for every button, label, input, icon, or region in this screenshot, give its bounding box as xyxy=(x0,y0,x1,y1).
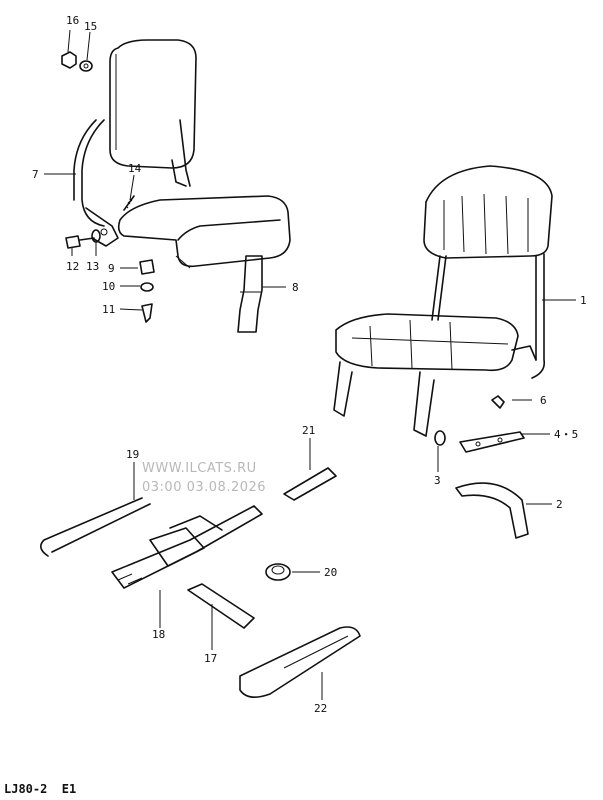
nut-10 xyxy=(140,282,154,292)
bolt-6 xyxy=(491,395,505,409)
diagram-code: LJ80-2 E1 xyxy=(4,782,76,796)
callout-6: 6 xyxy=(540,394,547,407)
strap-17 xyxy=(187,583,255,629)
scissor-jack-18 xyxy=(111,505,263,589)
watermark: WWW.ILCATS.RU 03:00 03.08.2026 xyxy=(142,461,266,495)
callout-8: 8 xyxy=(292,281,299,294)
nut-3 xyxy=(434,430,446,446)
washer-15 xyxy=(79,60,93,72)
nut-16 xyxy=(61,51,77,69)
bolt-12 xyxy=(65,235,81,249)
callout-1: 1 xyxy=(580,294,587,307)
callout-15: 15 xyxy=(84,20,97,33)
left-small-parts xyxy=(61,51,263,333)
tools xyxy=(40,467,361,698)
callout-14: 14 xyxy=(128,162,142,175)
spacer-9 xyxy=(139,259,155,275)
watermark-site: WWW.ILCATS.RU xyxy=(142,461,257,476)
clip-11 xyxy=(141,303,153,323)
callout-9: 9 xyxy=(108,262,115,275)
jack-handle-19 xyxy=(40,497,143,557)
right-seat xyxy=(333,165,553,437)
callout-13: 13 xyxy=(86,260,99,273)
callout-19: 19 xyxy=(126,448,139,461)
callout-21: 21 xyxy=(302,424,315,437)
tool-bag-22 xyxy=(239,626,361,698)
callout-18: 18 xyxy=(152,628,165,641)
watermark-stamp: 03:00 03.08.2026 xyxy=(142,480,266,495)
callout-labels: 16 15 7 14 12 13 9 10 11 8 1 6 4・5 3 2 2… xyxy=(32,14,587,715)
callout-7: 7 xyxy=(32,168,39,181)
plate-21 xyxy=(283,467,337,501)
callout-17: 17 xyxy=(204,652,217,665)
callout-16: 16 xyxy=(66,14,79,27)
callout-3: 3 xyxy=(434,474,441,487)
callout-20: 20 xyxy=(324,566,337,579)
callout-2: 2 xyxy=(556,498,563,511)
callout-22: 22 xyxy=(314,702,327,715)
left-seat xyxy=(73,39,291,269)
strap-2 xyxy=(455,482,529,539)
bracket-4-5 xyxy=(459,431,525,453)
callout-4-5: 4・5 xyxy=(554,428,578,441)
callout-12: 12 xyxy=(66,260,79,273)
strap-8 xyxy=(237,255,263,333)
leader-lines xyxy=(44,29,576,700)
wheel-nut-20 xyxy=(265,563,291,581)
right-small-parts xyxy=(434,395,529,539)
callout-11: 11 xyxy=(102,303,115,316)
callout-10: 10 xyxy=(102,280,115,293)
